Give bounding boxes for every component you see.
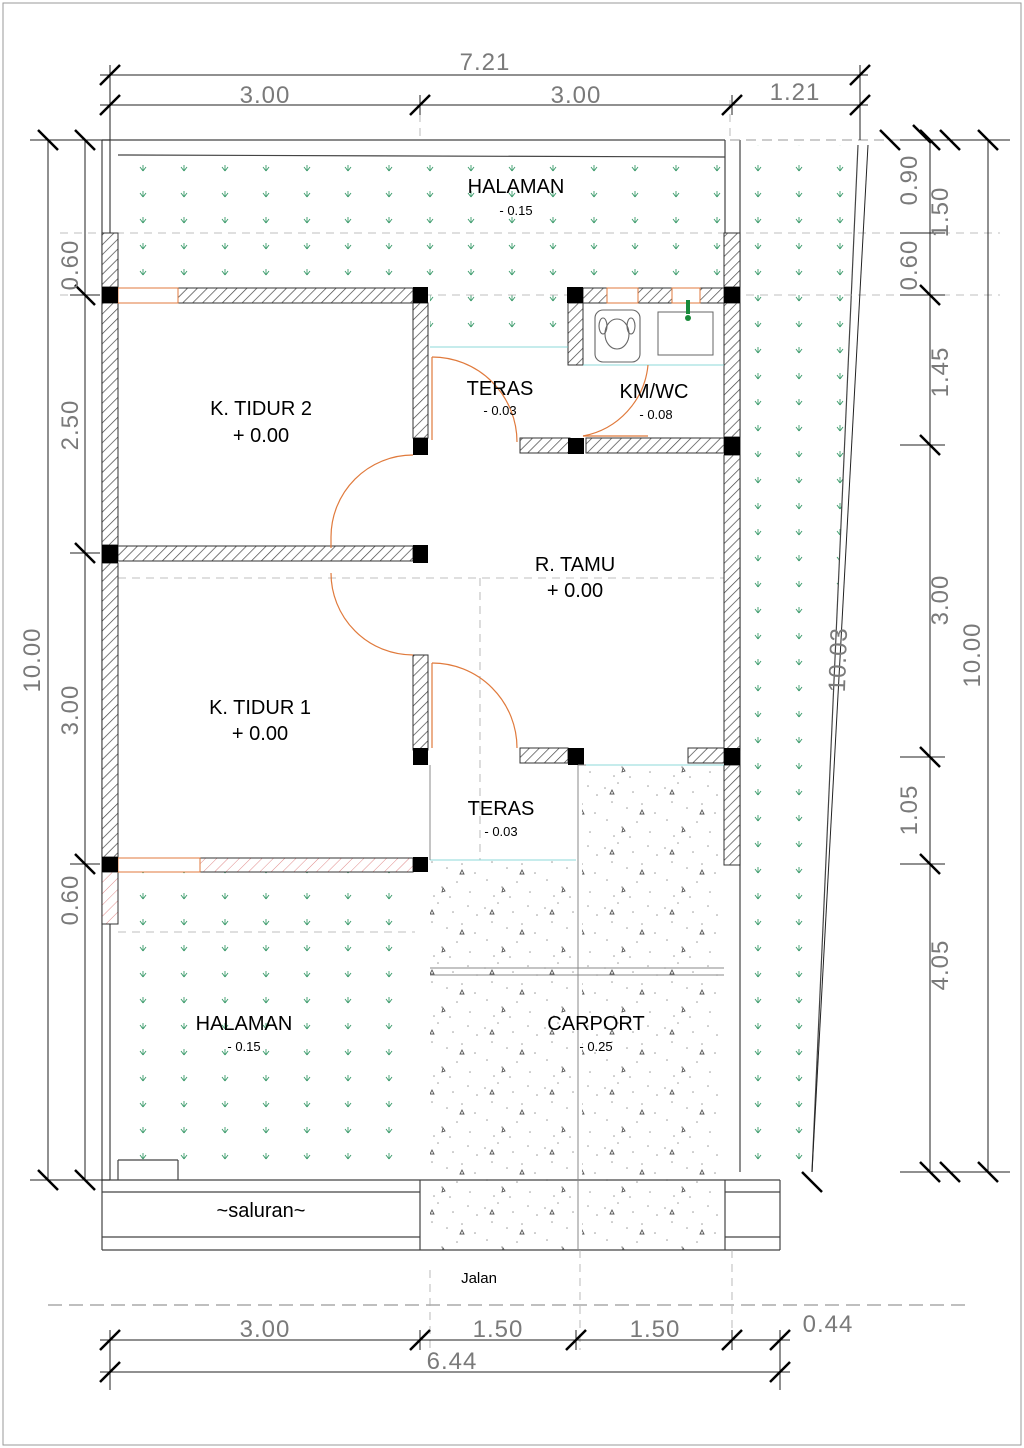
squat-toilet-icon xyxy=(594,309,641,363)
dim-left-3: 3.00 xyxy=(57,685,84,736)
doors xyxy=(330,356,649,749)
dim-bottom-left: 3.00 xyxy=(240,1316,291,1343)
dim-left-total: 10.00 xyxy=(19,627,46,692)
dim-left-1: 0.60 xyxy=(57,240,84,291)
room-halaman-bottom: HALAMAN xyxy=(196,1013,293,1035)
dim-right-4: 1.45 xyxy=(927,347,954,398)
dim-top-mid: 3.00 xyxy=(551,82,602,109)
level-kmwc: - 0.08 xyxy=(639,407,672,422)
dim-right-total: 10.00 xyxy=(959,622,986,687)
windows xyxy=(117,287,701,873)
dim-bottom-mid2: 1.50 xyxy=(630,1316,681,1343)
carport-pavement-right xyxy=(582,765,724,1250)
dim-left-2: 2.50 xyxy=(57,400,84,451)
dim-bottom-mid1: 1.50 xyxy=(473,1316,524,1343)
dim-top-right: 1.21 xyxy=(770,79,821,106)
level-halaman-bottom: - 0.15 xyxy=(227,1039,260,1054)
dim-top-total: 7.21 xyxy=(460,49,511,76)
dim-right-7: 4.05 xyxy=(927,940,954,991)
level-teras-top: - 0.03 xyxy=(483,403,516,418)
dim-top-left: 3.00 xyxy=(240,82,291,109)
water-tap-icon xyxy=(657,300,714,356)
dim-right-1: 0.90 xyxy=(896,155,923,206)
grass-area-bottom xyxy=(118,872,415,1162)
label-jalan: Jalan xyxy=(461,1270,497,1287)
level-tidur1: + 0.00 xyxy=(232,723,288,745)
dimension-ticks xyxy=(37,64,999,1383)
level-tamu: + 0.00 xyxy=(547,580,603,602)
carport-pavement-left xyxy=(430,860,576,1250)
room-kmwc: KM/WC xyxy=(620,381,689,403)
room-teras-bottom: TERAS xyxy=(468,798,535,820)
grass-area-top xyxy=(118,157,723,287)
room-teras-top: TERAS xyxy=(467,378,534,400)
dim-left-4: 0.60 xyxy=(57,875,84,926)
dim-right-3: 0.60 xyxy=(896,240,923,291)
label-saluran: ~saluran~ xyxy=(217,1200,306,1222)
level-teras-bottom: - 0.03 xyxy=(484,824,517,839)
dim-right-5: 3.00 xyxy=(927,575,954,626)
level-halaman-top: - 0.15 xyxy=(499,203,532,218)
level-carport: - 0.25 xyxy=(579,1039,612,1054)
dim-bottom-total: 6.44 xyxy=(427,1348,478,1375)
grass-area-side xyxy=(740,145,858,1172)
dim-bottom-right: 0.44 xyxy=(803,1311,854,1338)
room-carport: CARPORT xyxy=(547,1013,644,1035)
room-tidur1: K. TIDUR 1 xyxy=(209,697,311,719)
dim-right-2: 1.50 xyxy=(927,187,954,238)
dim-diagonal: 10.03 xyxy=(824,627,853,693)
room-tidur2: K. TIDUR 2 xyxy=(210,398,312,420)
dim-right-6: 1.05 xyxy=(896,785,923,836)
room-tamu: R. TAMU xyxy=(535,554,615,576)
room-halaman-top: HALAMAN xyxy=(468,176,565,198)
dimension-lines xyxy=(30,65,1010,1390)
columns xyxy=(102,287,740,872)
level-tidur2: + 0.00 xyxy=(233,425,289,447)
